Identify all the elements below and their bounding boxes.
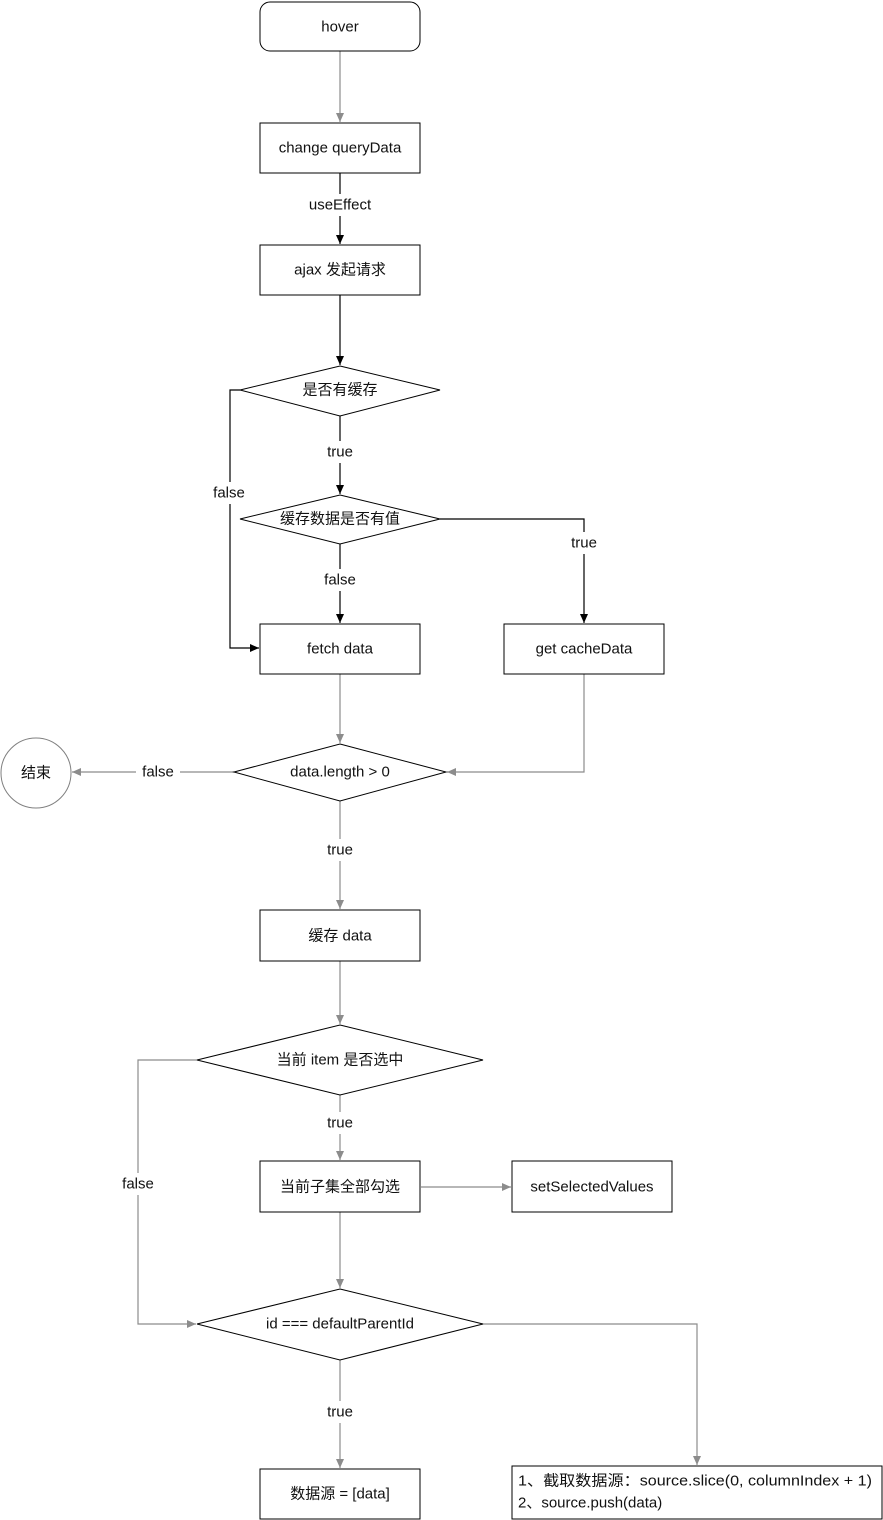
node-select-all: 当前子集全部勾选 bbox=[259, 1160, 421, 1213]
label-length-false: false bbox=[142, 764, 174, 781]
decision-has-cache-label: 是否有缓存 bbox=[302, 382, 377, 399]
decision-id-check-label: id === defaultParentId bbox=[266, 1316, 414, 1333]
node-ajax: ajax 发起请求 bbox=[259, 244, 421, 296]
node-get-cache-label: get cacheData bbox=[536, 641, 633, 658]
label-cache-true: true bbox=[327, 444, 353, 461]
decision-cache-has-value: 缓存数据是否有值 bbox=[239, 494, 441, 545]
node-hover: hover bbox=[259, 1, 421, 52]
label-use-effect: useEffect bbox=[309, 197, 372, 214]
node-fetch-data-label: fetch data bbox=[307, 641, 374, 658]
label-value-true: true bbox=[571, 535, 597, 552]
label-cache-false: false bbox=[213, 485, 245, 502]
decision-data-length: data.length > 0 bbox=[232, 743, 448, 802]
edge-value-true bbox=[440, 518, 588, 623]
decision-cache-has-value-label: 缓存数据是否有值 bbox=[280, 511, 400, 528]
decision-item-selected-label: 当前 item 是否选中 bbox=[277, 1052, 404, 1069]
node-source-data: 数据源 = [data] bbox=[259, 1468, 421, 1520]
decision-has-cache: 是否有缓存 bbox=[239, 365, 441, 417]
node-set-selected-label: setSelectedValues bbox=[530, 1179, 653, 1196]
node-note-line2: 2、source.push(data) bbox=[518, 1495, 662, 1512]
node-end-label: 结束 bbox=[21, 765, 51, 782]
label-selected-true: true bbox=[327, 1115, 353, 1132]
node-note-line1: 1、截取数据源：source.slice(0, columnIndex + 1) bbox=[518, 1473, 872, 1490]
label-selected-false: false bbox=[122, 1176, 154, 1193]
edge-cache-to-length bbox=[447, 674, 585, 776]
node-cache-data-label: 缓存 data bbox=[308, 928, 372, 945]
node-change-query: change queryData bbox=[259, 122, 421, 174]
label-id-true: true bbox=[327, 1404, 353, 1421]
edge-has-cache-false bbox=[229, 389, 259, 652]
node-change-query-label: change queryData bbox=[279, 140, 402, 157]
edge-id-false bbox=[483, 1323, 701, 1465]
node-ajax-label: ajax 发起请求 bbox=[294, 262, 386, 279]
node-cache-data: 缓存 data bbox=[259, 909, 421, 962]
node-note: 1、截取数据源：source.slice(0, columnIndex + 1)… bbox=[511, 1465, 883, 1520]
node-hover-label: hover bbox=[321, 19, 359, 36]
node-source-data-label: 数据源 = [data] bbox=[290, 1486, 390, 1503]
node-fetch-data: fetch data bbox=[259, 623, 421, 675]
node-end: 结束 bbox=[0, 737, 72, 809]
decision-data-length-label: data.length > 0 bbox=[290, 764, 390, 781]
label-length-true: true bbox=[327, 842, 353, 859]
node-set-selected: setSelectedValues bbox=[511, 1160, 673, 1213]
node-get-cache: get cacheData bbox=[503, 623, 665, 675]
node-select-all-label: 当前子集全部勾选 bbox=[280, 1178, 400, 1196]
decision-item-selected: 当前 item 是否选中 bbox=[196, 1024, 484, 1096]
decision-id-check: id === defaultParentId bbox=[196, 1288, 484, 1361]
label-value-false: false bbox=[324, 572, 356, 589]
